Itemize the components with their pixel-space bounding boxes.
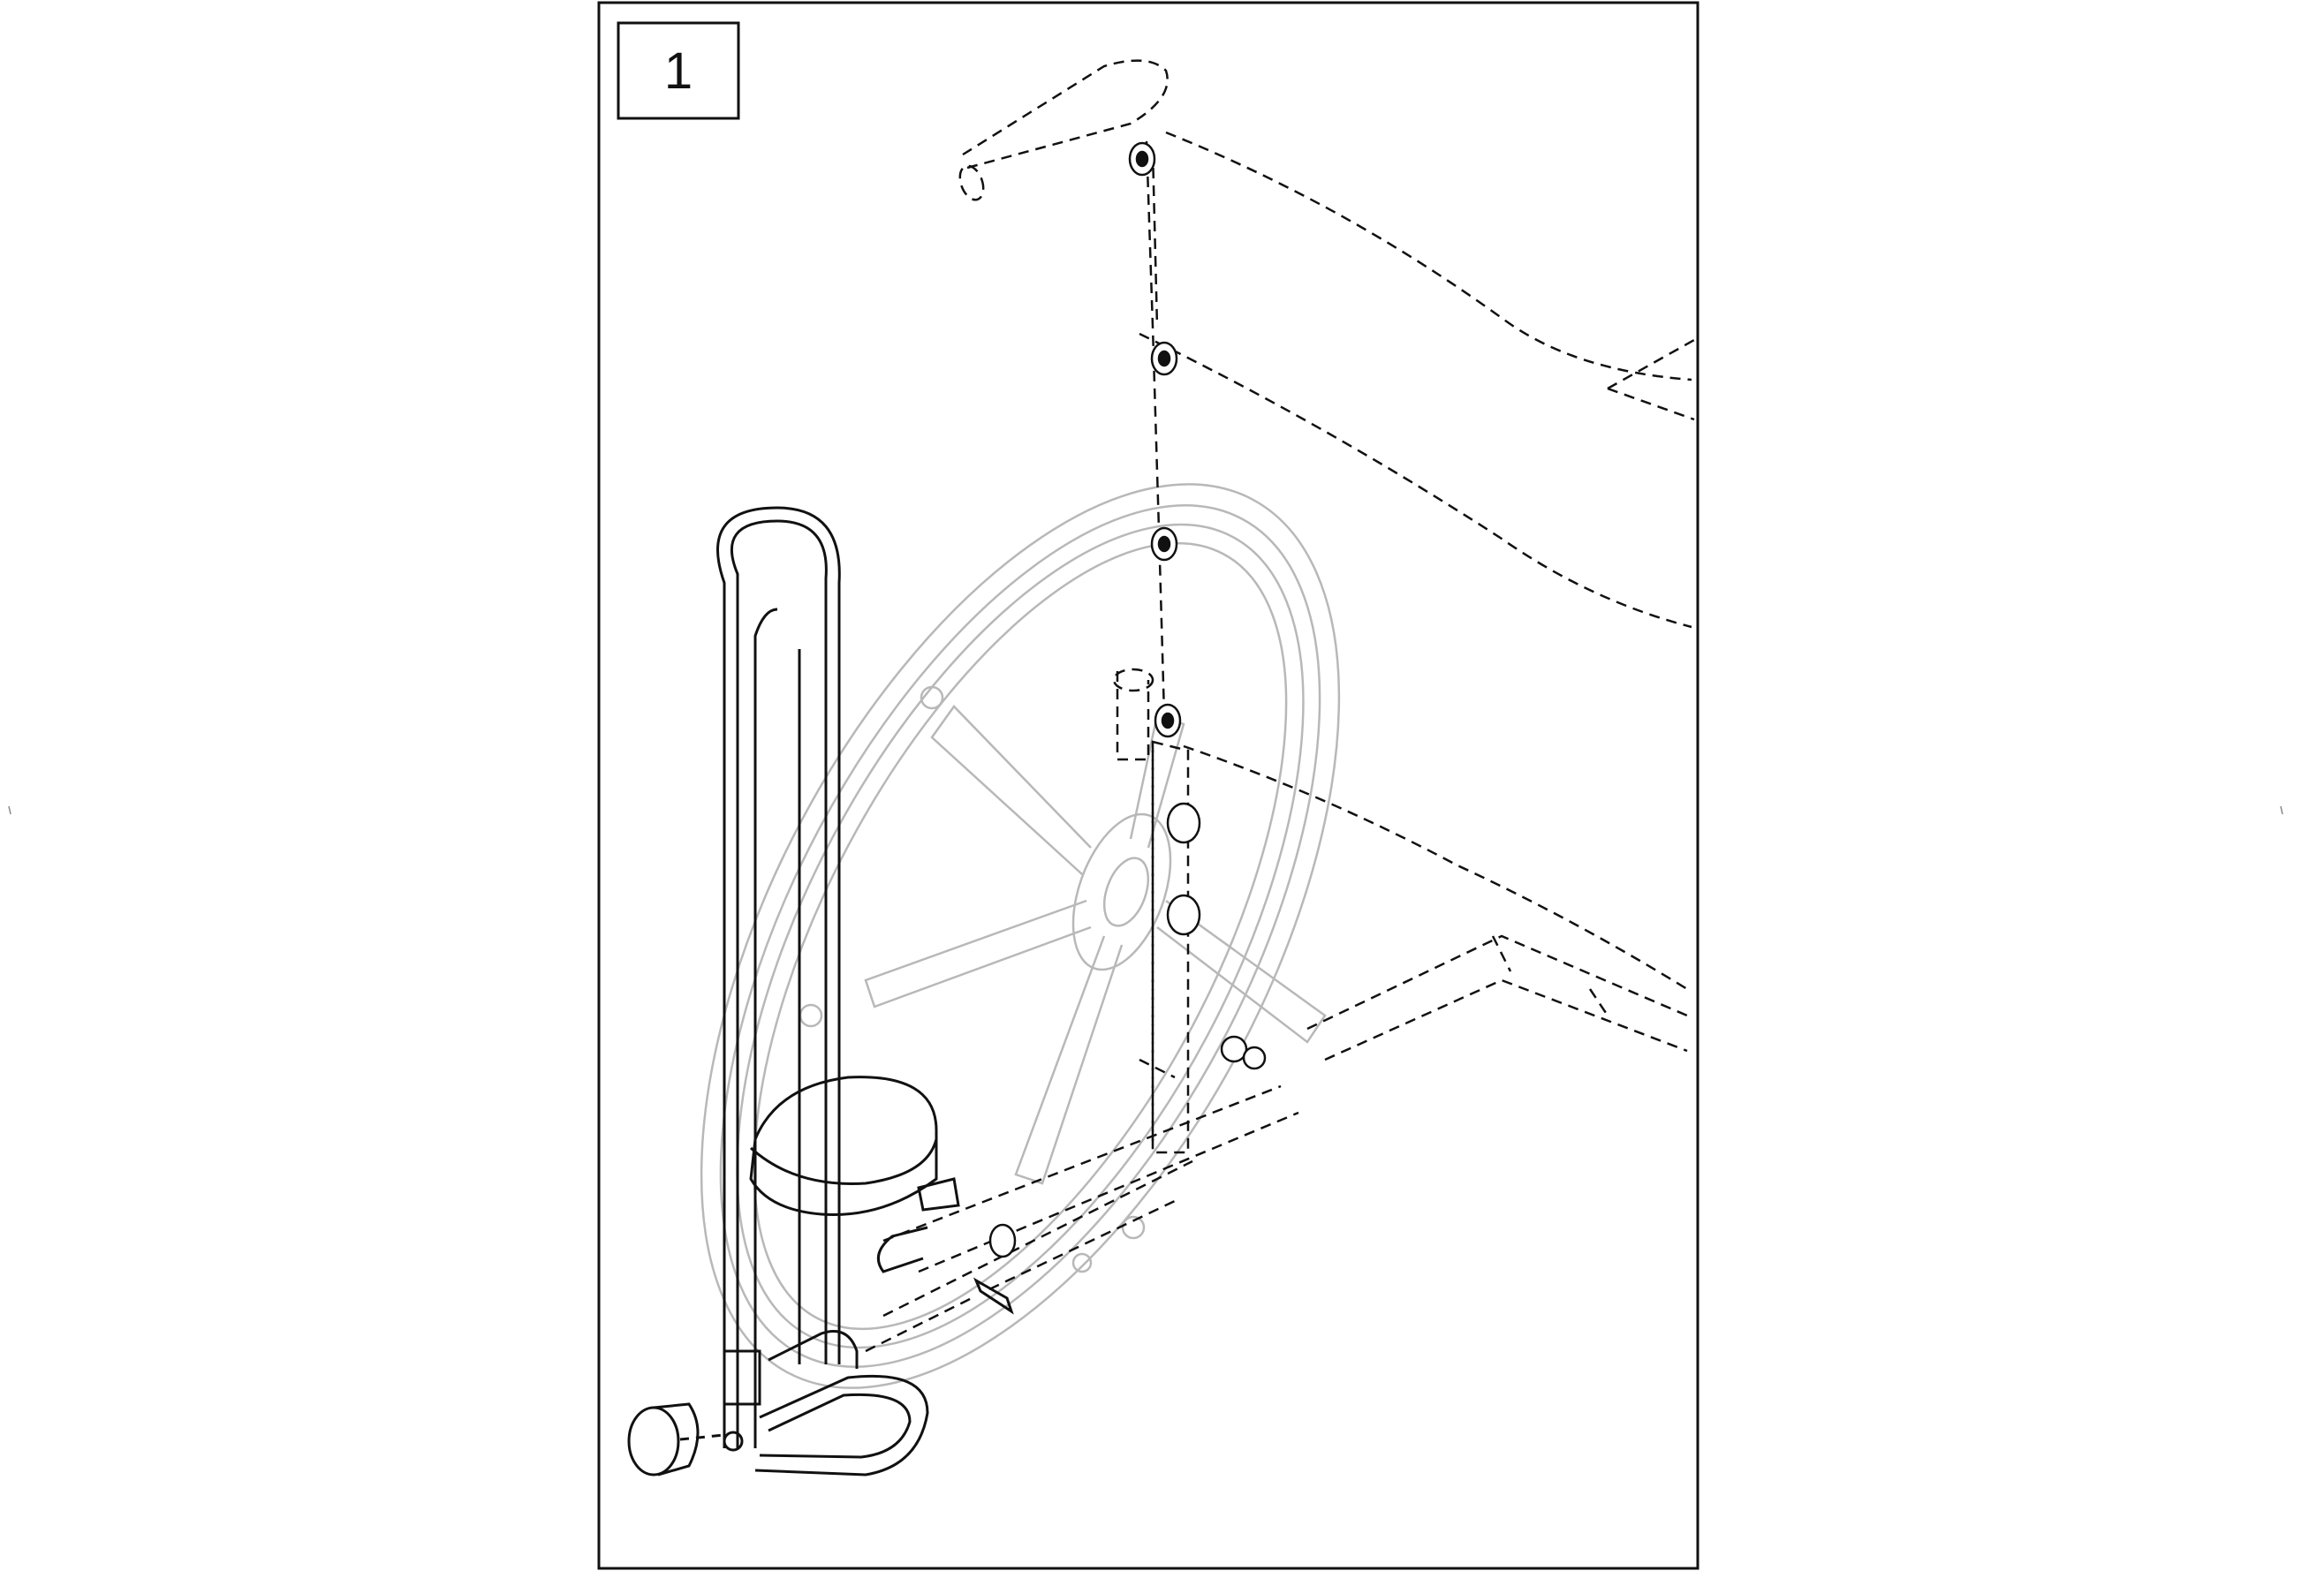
edge-marks	[8, 805, 2283, 815]
figure-frame	[597, 1, 1699, 1570]
wheel-illustration	[700, 483, 1341, 1389]
frame-hardware	[988, 141, 1267, 1258]
step-number-box: 1	[617, 21, 740, 120]
step-number: 1	[664, 42, 693, 100]
chair-frame-dashed	[865, 59, 1695, 1353]
oxygen-holder	[627, 506, 1014, 1477]
